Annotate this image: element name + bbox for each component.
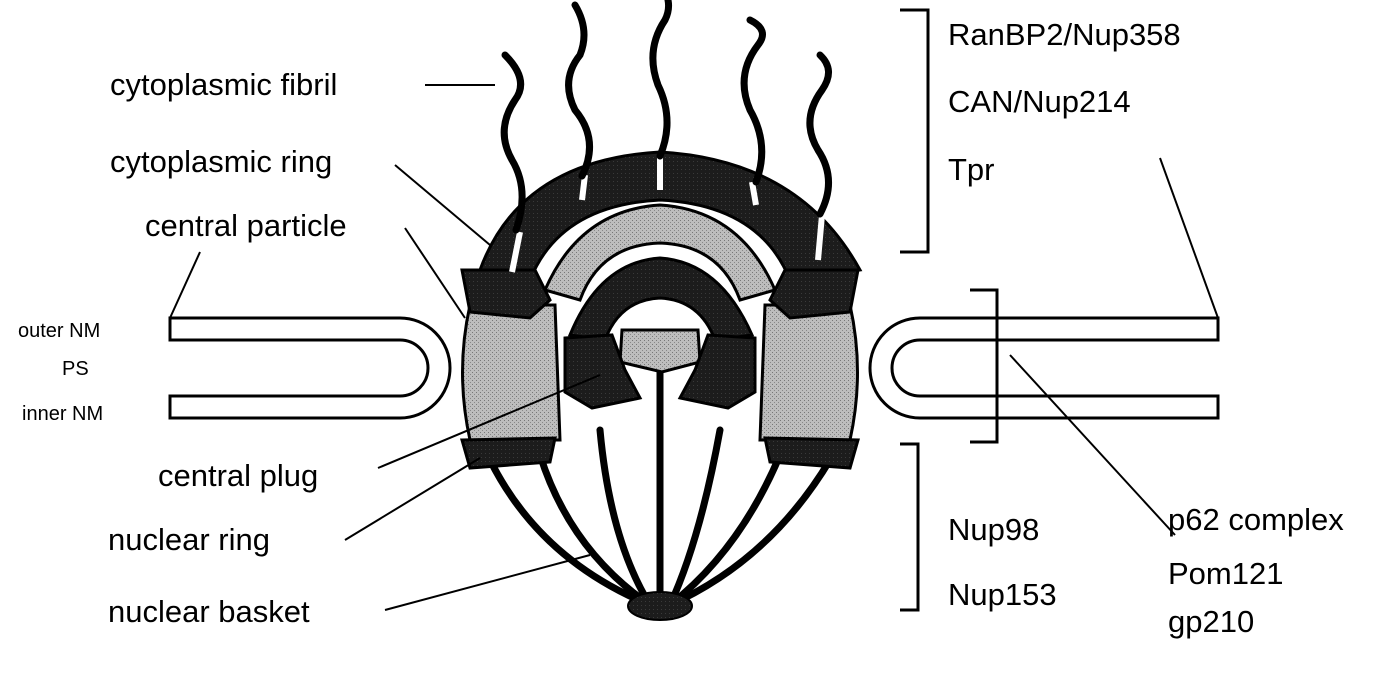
nuclear-ring-block-right <box>763 436 860 470</box>
cyto-ring-block-left <box>460 268 552 320</box>
nuclear-ring-block-left <box>460 436 557 470</box>
label-central-plug: central plug <box>158 458 318 493</box>
basket-terminal-ring <box>627 591 693 621</box>
leader-lines <box>169 84 1219 611</box>
protein-cyto-1: CAN/Nup214 <box>948 84 1131 119</box>
label-central-particle: central particle <box>145 208 347 243</box>
label-outer-nm: outer NM <box>18 320 100 342</box>
central-particle-shape <box>618 328 702 374</box>
nuclear-membrane-right <box>868 316 1220 420</box>
inner-dark-arch <box>567 256 755 342</box>
label-nuclear-basket: nuclear basket <box>108 594 310 629</box>
cyto-ring-block-right <box>768 268 860 320</box>
protein-cyto-2: Tpr <box>948 152 995 187</box>
nuclear-membrane-left <box>168 316 452 420</box>
left-spoke <box>461 303 562 442</box>
label-cytoplasmic-ring: cytoplasmic ring <box>110 144 332 179</box>
plug-right <box>677 333 757 410</box>
label-inner-nm: inner NM <box>22 403 103 425</box>
nuclear-basket <box>486 366 834 609</box>
protein-nuclear-0: Nup98 <box>948 512 1039 547</box>
cytoplasmic-ring-shape <box>477 150 863 282</box>
protein-membrane-2: gp210 <box>1168 604 1254 639</box>
plug-left <box>563 333 643 410</box>
protein-nuclear-1: Nup153 <box>948 577 1057 612</box>
protein-cyto-0: RanBP2/Nup358 <box>948 17 1181 52</box>
label-cytoplasmic-fibril: cytoplasmic fibril <box>110 67 337 102</box>
protein-membrane-1: Pom121 <box>1168 556 1283 591</box>
cytoplasmic-fibrils <box>500 0 832 234</box>
brackets <box>900 8 999 612</box>
right-spoke <box>758 303 859 442</box>
label-nuclear-ring: nuclear ring <box>108 522 270 557</box>
label-ps: PS <box>62 358 89 380</box>
fibril-slots <box>509 155 825 273</box>
protein-membrane-0: p62 complex <box>1168 502 1344 537</box>
